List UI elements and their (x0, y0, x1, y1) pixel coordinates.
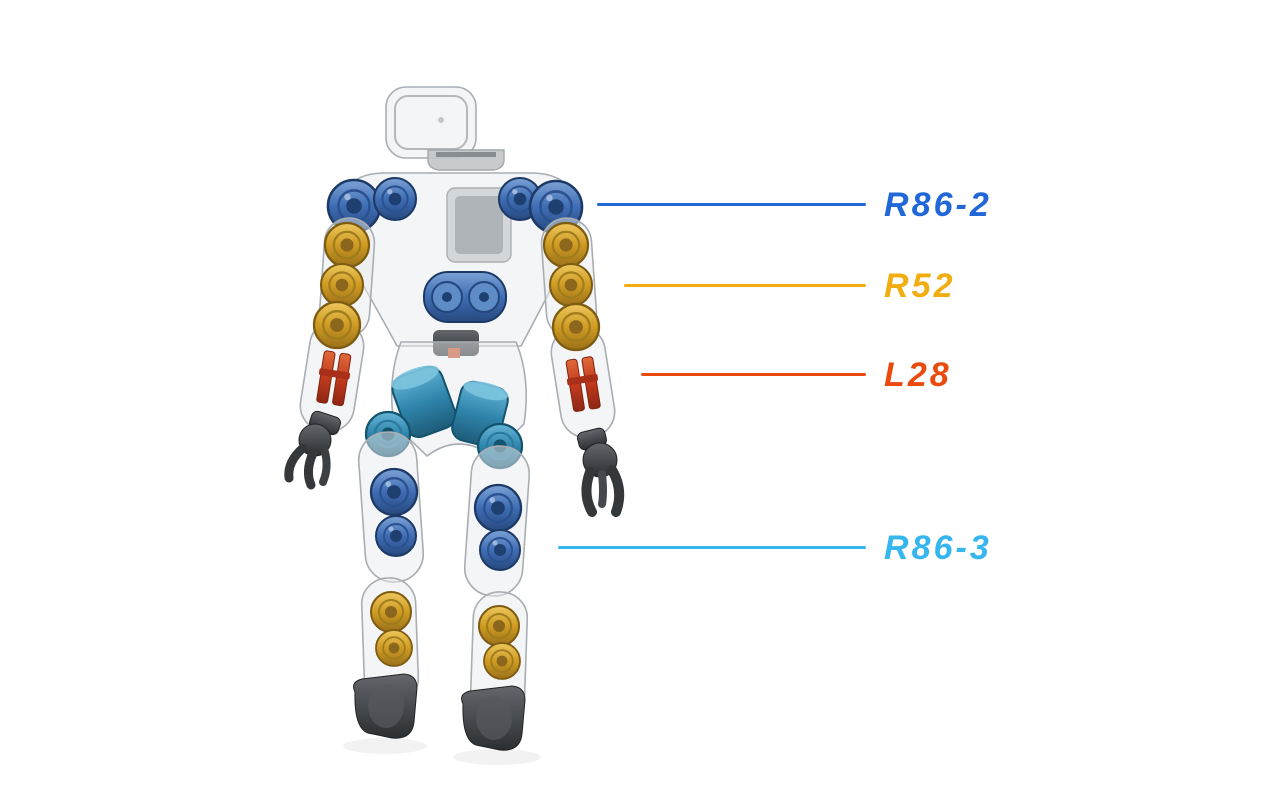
left-hand (284, 410, 341, 490)
callout-label-r86-3: R86-3 (884, 529, 992, 567)
callout-line-l28 (641, 373, 866, 376)
callout-label-r86-2: R86-2 (884, 186, 992, 224)
left-leg (357, 431, 425, 705)
right-hand (577, 427, 625, 517)
left-arm (299, 217, 376, 433)
shadow (343, 738, 427, 754)
right-leg (463, 445, 531, 719)
right-forearm-actuator (565, 356, 601, 412)
pelvis (364, 341, 528, 470)
robot-head (385, 86, 505, 171)
right-arm (540, 217, 616, 439)
callout-label-r52: R52 (884, 267, 956, 305)
callout-line-r52 (624, 284, 866, 287)
left-forearm-actuator (316, 350, 352, 407)
waist-actuator (423, 271, 507, 323)
callout-line-r86-3 (558, 546, 866, 549)
callout-line-r86-2 (597, 203, 866, 206)
shadow (453, 749, 541, 765)
left-foot (353, 673, 418, 739)
right-foot (461, 685, 526, 751)
callout-label-l28: L28 (884, 356, 952, 394)
